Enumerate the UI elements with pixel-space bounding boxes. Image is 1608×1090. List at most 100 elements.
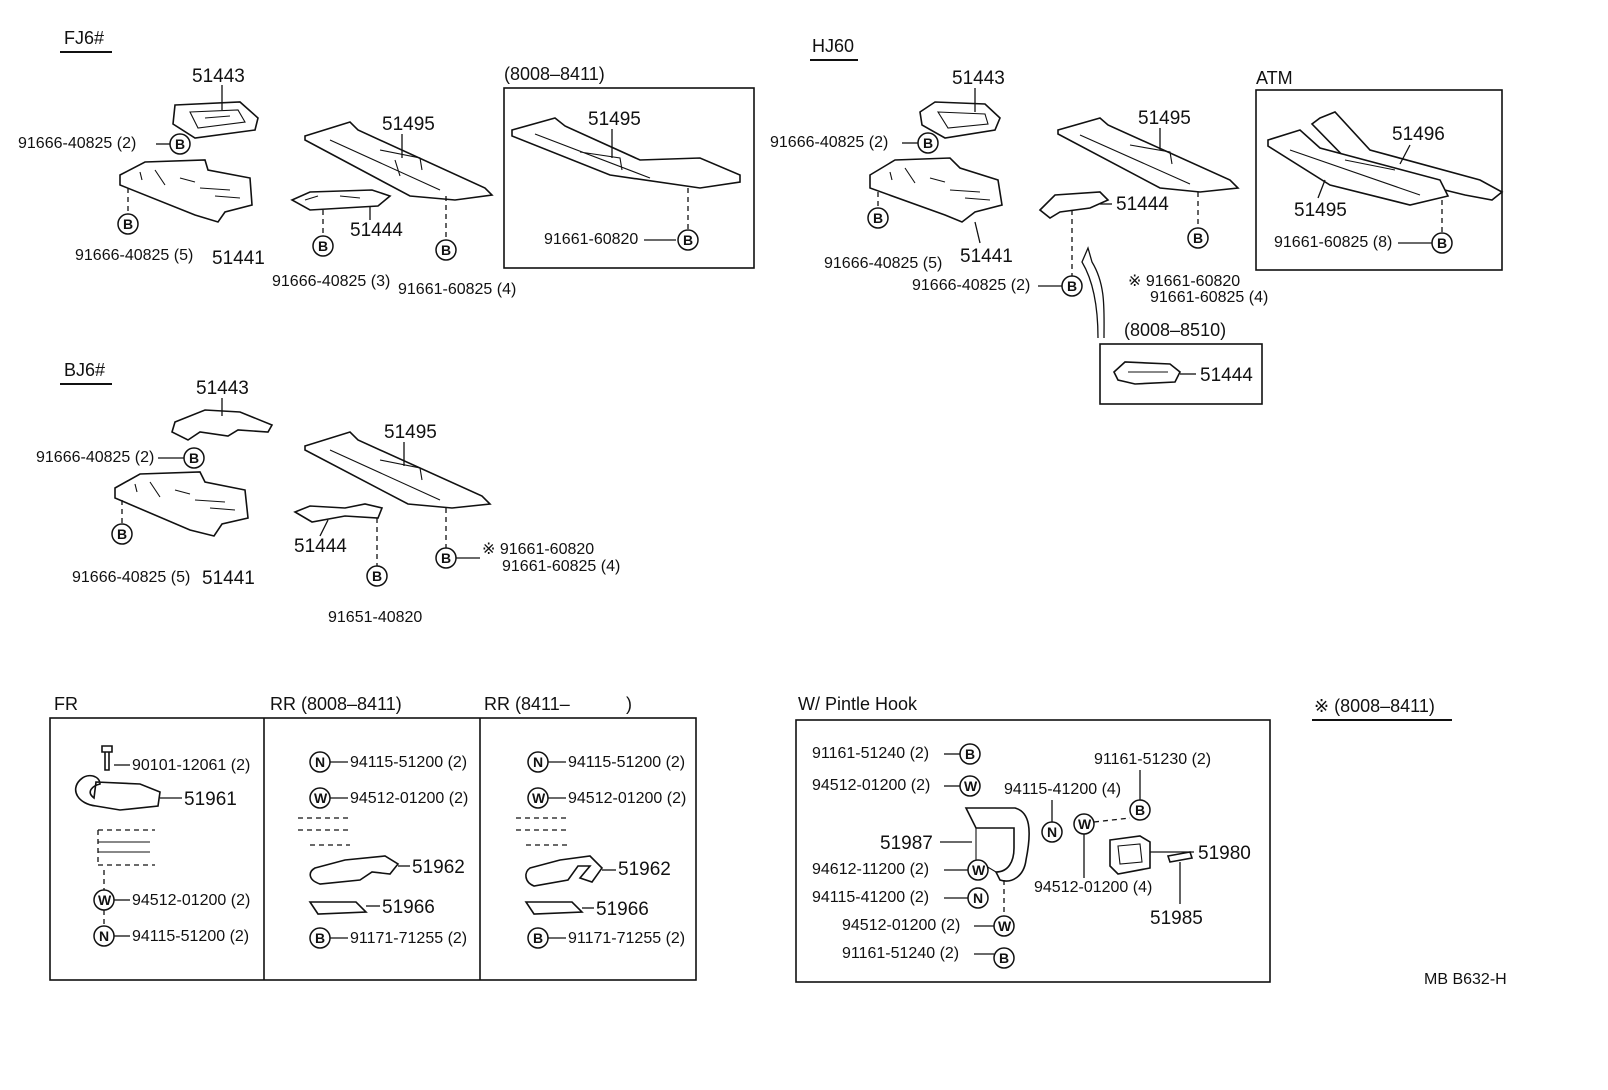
label-bolt-right1-bj6: ※ 91661-60820 — [482, 541, 594, 558]
svg-text:B: B — [189, 450, 199, 466]
label-bolt-left-fj6: 91666-40825 (5) — [75, 247, 193, 264]
label-bolt-top-bj6: 91666-40825 (2) — [36, 449, 154, 466]
section-title-atm: ATM — [1256, 68, 1293, 88]
label-rr2-washer: 94512-01200 (2) — [568, 790, 686, 807]
label-bolt-left-bj6: 91666-40825 (5) — [72, 569, 190, 586]
pintle-group: W/ Pintle Hook 91161-51240 (2) B 94512-0… — [795, 694, 1271, 983]
label-rr1-bolt: 91171-71255 (2) — [350, 930, 467, 947]
bj6-group: BJ6# 51443 91666-40825 (2) B B 91666-408… — [36, 360, 620, 626]
svg-text:W: W — [98, 892, 112, 908]
label-bolt-right1-hj60: ※ 91661-60820 — [1128, 273, 1240, 290]
svg-text:): ) — [626, 694, 632, 714]
part-51966-plate-rr2 — [524, 901, 584, 915]
part-51961-hook — [74, 774, 161, 811]
part-51495-fj6 — [304, 121, 494, 201]
hj60-group: HJ60 51443 91666-40825 (2) B B 91666-408… — [770, 36, 1504, 405]
part-51444-fj6 — [290, 189, 392, 211]
svg-text:B: B — [1193, 230, 1203, 246]
label-rr2-hook: 51962 — [618, 859, 671, 880]
part-51441-bj6 — [114, 471, 249, 537]
part-51495-atm — [1267, 129, 1450, 206]
label-51441-bj6: 51441 — [202, 568, 255, 589]
svg-text:B: B — [318, 238, 328, 254]
label-51444-fj6: 51444 — [350, 220, 403, 241]
svg-text:B: B — [923, 135, 933, 151]
label-pintle-r-top: 91161-51230 (2) — [1094, 751, 1211, 768]
arrow-indicator — [1081, 246, 1105, 339]
label-51495-bj6: 51495 — [384, 422, 437, 443]
svg-text:B: B — [873, 210, 883, 226]
section-title-fr: FR — [54, 694, 78, 714]
svg-text:N: N — [99, 928, 109, 944]
svg-text:B: B — [372, 568, 382, 584]
label-bolt-box-fj6: 91661-60820 — [544, 231, 638, 248]
label-51495-fj6: 51495 — [382, 114, 435, 135]
part-51987-bracket — [964, 807, 1030, 882]
svg-text:W: W — [1078, 816, 1092, 832]
part-51441-fj6 — [119, 159, 253, 223]
label-pintle-l2: 94512-01200 (2) — [812, 777, 930, 794]
section-title-pintle: W/ Pintle Hook — [798, 694, 918, 714]
svg-text:B: B — [123, 216, 133, 232]
label-fr-hook: 51961 — [184, 789, 237, 810]
label-51444-bj6: 51444 — [294, 536, 347, 557]
note-range: ※ (8008–8411) — [1314, 696, 1435, 716]
label-51496-atm: 51496 — [1392, 124, 1445, 145]
svg-text:W: W — [964, 778, 978, 794]
label-bolt-top-hj60: 91666-40825 (2) — [770, 134, 888, 151]
bolt-symbol — [169, 133, 191, 155]
label-bolt-mid-hj60: 91666-40825 (2) — [912, 277, 1030, 294]
label-pintle-pin: 51985 — [1150, 908, 1203, 929]
svg-text:B: B — [683, 232, 693, 248]
part-51966-plate-rr1 — [308, 901, 368, 915]
svg-text:B: B — [999, 950, 1009, 966]
part-51495-hj60 — [1057, 117, 1240, 193]
svg-text:B: B — [1135, 802, 1145, 818]
label-51443-fj6: 51443 — [192, 66, 245, 87]
box-fj6-8008-8411 — [503, 87, 755, 269]
label-pintle-r-washer: 94512-01200 (4) — [1034, 879, 1152, 896]
label-bolt-mid-bj6: 91651-40820 — [328, 609, 422, 626]
section-title-rr2: RR (8411– — [484, 694, 570, 714]
label-fr-bolt: 90101-12061 (2) — [132, 757, 250, 774]
section-title-rr1: RR (8008–8411) — [270, 694, 402, 714]
label-rr2-nut: 94115-51200 (2) — [568, 754, 685, 771]
svg-text:N: N — [533, 754, 543, 770]
svg-text:B: B — [965, 746, 975, 762]
label-51443-hj60: 51443 — [952, 68, 1005, 89]
label-pintle-l3: 94612-11200 (2) — [812, 861, 929, 878]
label-rr1-hook: 51962 — [412, 857, 465, 878]
label-pintle-l4: 94115-41200 (2) — [812, 889, 929, 906]
label-range-hj60: (8008–8510) — [1124, 320, 1226, 340]
label-bolt-atm: 91661-60825 (8) — [1274, 234, 1392, 251]
section-title-bj6: BJ6# — [64, 360, 105, 380]
label-51441-hj60: 51441 — [960, 246, 1013, 267]
section-title-fj6: FJ6# — [64, 28, 104, 48]
tow-hooks-group: FR RR (8008–8411) RR (8411– ) 90101-1206… — [49, 694, 697, 981]
label-51495-atm: 51495 — [1294, 200, 1347, 221]
box-pintle — [795, 719, 1271, 983]
label-rr1-nut: 94115-51200 (2) — [350, 754, 467, 771]
svg-text:B: B — [1437, 235, 1447, 251]
svg-text:B: B — [441, 242, 451, 258]
label-51444-hj60: 51444 — [1116, 194, 1169, 215]
label-bolt-right-fj6: 91661-60825 (4) — [398, 281, 516, 298]
part-51444-box — [1113, 361, 1182, 385]
part-51495-bj6 — [304, 431, 492, 509]
label-pintle-bracket: 51987 — [880, 833, 933, 854]
label-51441-fj6: 51441 — [212, 248, 265, 269]
svg-text:B: B — [117, 526, 127, 542]
label-51443-bj6: 51443 — [196, 378, 249, 399]
box-hj60-8008-8510 — [1099, 343, 1263, 405]
fj6-group: FJ6# 51443 91666-40825 (2) B B 91666-408… — [18, 28, 755, 298]
footer-code: MB B632-H — [1424, 971, 1507, 988]
svg-text:B: B — [533, 930, 543, 946]
label-pintle-l6: 91161-51240 (2) — [842, 945, 959, 962]
label-bolt-top-fj6: 91666-40825 (2) — [18, 135, 136, 152]
part-51962-hook-rr2 — [525, 855, 604, 887]
svg-text:W: W — [532, 790, 546, 806]
label-fr-nut: 94115-51200 (2) — [132, 928, 249, 945]
label-51495-box: 51495 — [588, 109, 641, 130]
label-pintle-hook: 51980 — [1198, 843, 1251, 864]
label-rr1-washer: 94512-01200 (2) — [350, 790, 468, 807]
